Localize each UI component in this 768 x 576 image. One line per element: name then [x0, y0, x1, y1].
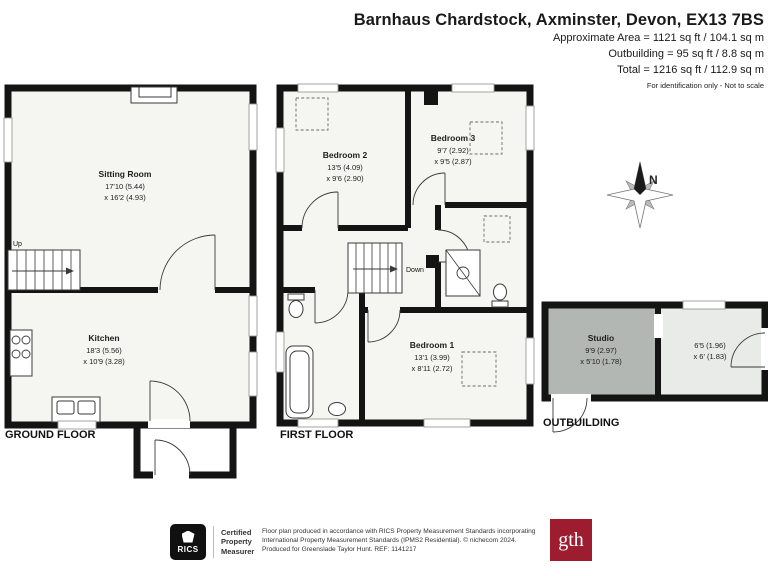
svg-text:Bedroom 2: Bedroom 2	[323, 150, 368, 160]
disclaimer-text: Floor plan produced in accordance with R…	[262, 527, 535, 554]
rics-brand: RICS	[177, 544, 199, 554]
svg-text:x 10'9 (3.28): x 10'9 (3.28)	[83, 357, 125, 366]
svg-text:x 6' (1.83): x 6' (1.83)	[693, 352, 727, 361]
bedroom1-label: Bedroom 1 13'1 (3.99) x 8'11 (2.72)	[410, 340, 455, 373]
first-floor-windows	[275, 83, 535, 428]
door-arc	[730, 332, 766, 368]
studio-label: Studio 9'9 (2.97) x 5'10 (1.78)	[580, 333, 622, 366]
page-title: Barnhaus Chardstock, Axminster, Devon, E…	[353, 11, 764, 29]
svg-text:17'10 (5.44): 17'10 (5.44)	[105, 182, 145, 191]
door-arc	[367, 309, 401, 343]
kitchen-sink	[51, 396, 101, 423]
bathtub	[285, 345, 314, 419]
svg-text:x 8'11 (2.72): x 8'11 (2.72)	[412, 364, 453, 373]
first-floor-plan: Down	[275, 83, 535, 441]
svg-text:x 16'2 (4.93): x 16'2 (4.93)	[104, 193, 146, 202]
svg-text:Bedroom 3: Bedroom 3	[431, 133, 476, 143]
door-arc	[149, 380, 191, 422]
down-label: Down	[406, 267, 424, 274]
rics-logo-icon: RICS	[170, 524, 206, 560]
rics-crest-icon	[181, 530, 195, 543]
outbuilding-area: Outbuilding = 95 sq ft / 8.8 sq m	[608, 48, 764, 60]
up-label: Up	[13, 241, 22, 248]
bedroom2-label: Bedroom 2 13'5 (4.09) x 9'6 (2.90)	[323, 150, 368, 183]
compass-rose-icon: N	[606, 161, 674, 229]
ground-floor-windows	[3, 103, 258, 430]
door-arc	[159, 234, 216, 291]
svg-text:Sitting Room: Sitting Room	[99, 169, 152, 179]
toilet	[287, 293, 305, 318]
svg-text:x 9'5 (2.87): x 9'5 (2.87)	[434, 157, 472, 166]
bay-window-inner	[138, 86, 172, 98]
stairs-up	[7, 249, 81, 291]
chimney-block	[424, 91, 438, 105]
door-arc	[552, 397, 588, 433]
door-arc	[314, 289, 349, 324]
svg-text:Kitchen: Kitchen	[88, 333, 119, 343]
identification-note: For identification only - Not to scale	[646, 81, 764, 90]
svg-text:x 5'10 (1.78): x 5'10 (1.78)	[580, 357, 622, 366]
header: Barnhaus Chardstock, Axminster, Devon, E…	[354, 11, 764, 90]
hob	[9, 329, 33, 377]
divider	[213, 526, 214, 558]
svg-text:Bedroom 1: Bedroom 1	[410, 340, 455, 350]
svg-text:18'3 (5.56): 18'3 (5.56)	[86, 346, 122, 355]
first-floor-label: FIRST FLOOR	[280, 429, 353, 441]
svg-text:13'1 (3.99): 13'1 (3.99)	[414, 353, 450, 362]
kitchen-label: Kitchen 18'3 (5.56) x 10'9 (3.28)	[83, 333, 125, 366]
rics-line: Measurer	[221, 546, 255, 556]
shower	[445, 249, 481, 297]
rics-certified-text: Certified Property Measurer	[221, 528, 254, 557]
store-label: 6'5 (1.96) x 6' (1.83)	[693, 341, 727, 361]
svg-text:9'9 (2.97): 9'9 (2.97)	[585, 346, 617, 355]
toilet	[491, 283, 509, 308]
compass-north-label: N	[649, 173, 658, 187]
sitting-room-label: Sitting Room 17'10 (5.44) x 16'2 (4.93)	[99, 169, 152, 202]
outbuilding-window	[682, 300, 726, 310]
svg-text:13'5 (4.09): 13'5 (4.09)	[327, 163, 363, 172]
svg-text:6'5 (1.96): 6'5 (1.96)	[694, 341, 726, 350]
svg-text:x 9'6 (2.90): x 9'6 (2.90)	[326, 174, 364, 183]
stairs-down	[347, 242, 403, 294]
outbuilding-label: OUTBUILDING	[543, 417, 619, 429]
disclaimer-line: Floor plan produced in accordance with R…	[262, 528, 536, 535]
door-arc	[301, 191, 339, 229]
restricted-height-markers	[295, 97, 511, 387]
gth-logo: gth	[550, 519, 592, 561]
disclaimer-line: Produced for Greenslade Taylor Hunt. REF…	[262, 546, 417, 553]
washbasin	[328, 402, 346, 416]
ground-floor-plan: Up	[3, 84, 258, 479]
total-area: Total = 1216 sq ft / 112.9 sq m	[617, 64, 764, 76]
ground-floor-label: GROUND FLOOR	[5, 429, 95, 441]
outbuilding-plan: Studio 9'9 (2.97) x 5'10 (1.78) 6'5 (1.9…	[541, 300, 768, 433]
bedroom3-label: Bedroom 3 9'7 (2.92) x 9'5 (2.87)	[431, 133, 476, 166]
svg-text:9'7 (2.92): 9'7 (2.92)	[437, 146, 469, 155]
disclaimer-line: International Property Measurement Stand…	[262, 537, 517, 544]
rics-line: Certified	[221, 527, 252, 537]
studio-floor	[548, 308, 655, 395]
svg-text:Studio: Studio	[588, 333, 614, 343]
door-arc	[154, 439, 191, 476]
door-arc	[412, 172, 446, 206]
approximate-area: Approximate Area = 1121 sq ft / 104.1 sq…	[552, 32, 764, 44]
rics-certification: RICS Certified Property Measurer	[170, 524, 254, 560]
rics-line: Property	[221, 537, 252, 547]
duct-block	[426, 255, 439, 268]
